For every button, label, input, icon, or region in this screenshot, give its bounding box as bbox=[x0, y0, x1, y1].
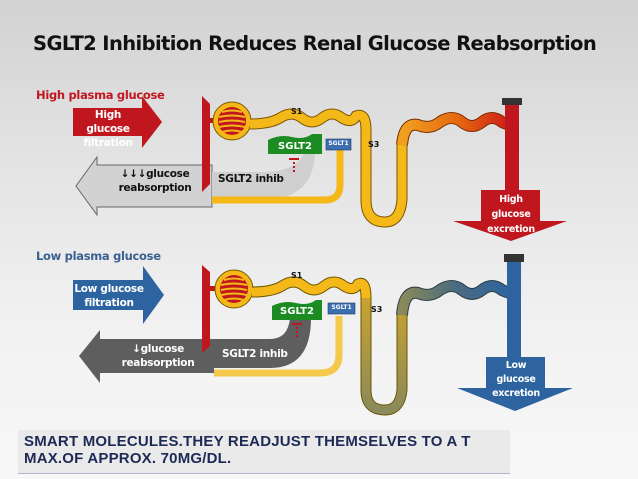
high-panel bbox=[73, 96, 567, 241]
low-excretion-line2: glucose bbox=[496, 374, 536, 385]
low-afferent-vessel-icon bbox=[202, 265, 210, 353]
high-collecting-duct bbox=[505, 103, 519, 193]
low-sglt1-box bbox=[327, 302, 356, 315]
low-filtration-line1: Low glucose bbox=[74, 283, 144, 295]
high-glomerulus-icon bbox=[212, 101, 252, 141]
low-collecting-duct bbox=[507, 260, 521, 360]
high-filtration-line1: High glucose bbox=[86, 109, 130, 135]
low-filtration-arrow bbox=[73, 266, 164, 324]
high-reabsorption-line2: reabsorption bbox=[118, 182, 192, 194]
low-reabsorption-arrows-icon: ↓ bbox=[132, 343, 141, 355]
high-excretion-label: High glucose excretion bbox=[480, 192, 542, 237]
footer-line2: MAX.OF APPROX. 70MG/DL. bbox=[24, 450, 232, 467]
low-filtration-line2: filtration bbox=[84, 297, 134, 309]
low-section-label: Low plasma glucose bbox=[36, 249, 161, 263]
high-duct-cap bbox=[502, 98, 522, 105]
low-excretion-label: Low glucose excretion bbox=[485, 359, 547, 401]
low-reabsorption-label: ↓glucose reabsorption bbox=[108, 342, 208, 370]
high-excretion-line3: excretion bbox=[487, 224, 535, 235]
low-reabsorption-tubule bbox=[214, 316, 343, 377]
low-excretion-line3: excretion bbox=[492, 388, 540, 399]
low-glomerulus-icon bbox=[214, 269, 254, 309]
footer-line1: SMART MOLECULES.THEY READJUST THEMSELVES… bbox=[24, 433, 471, 450]
high-reabsorption-arrow bbox=[75, 155, 213, 217]
low-sglt2-box bbox=[272, 300, 322, 320]
low-inhibitor-band bbox=[214, 318, 311, 368]
footer-caption: SMART MOLECULES.THEY READJUST THEMSELVES… bbox=[18, 430, 510, 474]
high-excretion-arrow bbox=[453, 190, 567, 241]
high-inhibitor-label: SGLT2 inhib bbox=[218, 173, 284, 185]
low-s1-label: S1 bbox=[291, 271, 303, 280]
high-filtration-arrow bbox=[73, 96, 162, 148]
low-reabsorption-line1: glucose bbox=[140, 343, 185, 355]
high-s3-label: S3 bbox=[368, 140, 380, 149]
low-s3-label: S3 bbox=[371, 305, 383, 314]
high-filtration-label: High glucose filtration bbox=[73, 108, 143, 150]
high-sglt2-box bbox=[268, 134, 322, 154]
high-reabsorption-arrows-icon: ↓↓↓ bbox=[120, 168, 147, 180]
low-inhibition-marker-icon bbox=[292, 323, 302, 337]
high-sglt1-label: SGLT1 bbox=[328, 140, 349, 147]
high-inhibition-marker-icon bbox=[289, 158, 299, 172]
high-reabsorption-line1: glucose bbox=[146, 168, 190, 180]
high-excretion-line1: High bbox=[499, 194, 523, 205]
high-section-label: High plasma glucose bbox=[36, 88, 165, 102]
low-inhibitor-label: SGLT2 inhib bbox=[222, 348, 288, 360]
low-filtration-label: Low glucose filtration bbox=[73, 282, 145, 310]
low-reabsorption-arrow bbox=[79, 330, 214, 383]
low-excretion-arrow bbox=[457, 357, 573, 411]
slide-title: SGLT2 Inhibition Reduces Renal Glucose R… bbox=[33, 32, 597, 55]
low-panel bbox=[73, 254, 573, 416]
high-sglt2-label: SGLT2 bbox=[278, 141, 312, 152]
low-reabsorption-line2: reabsorption bbox=[121, 357, 195, 369]
high-inhibitor-band bbox=[212, 150, 315, 200]
high-proximal-tubule bbox=[249, 108, 408, 228]
high-reabsorption-tubule bbox=[212, 150, 344, 204]
high-s1-label: S1 bbox=[291, 107, 303, 116]
high-filtration-line2: filtration bbox=[83, 137, 133, 149]
high-excretion-line2: glucose bbox=[491, 209, 531, 220]
low-sglt2-label: SGLT2 bbox=[280, 306, 314, 317]
high-reabsorption-label: ↓↓↓glucose reabsorption bbox=[105, 167, 205, 195]
low-excretion-line1: Low bbox=[505, 360, 527, 371]
low-duct-cap bbox=[504, 254, 524, 262]
high-sglt1-box bbox=[325, 138, 352, 151]
low-sglt1-label: SGLT1 bbox=[331, 304, 352, 311]
